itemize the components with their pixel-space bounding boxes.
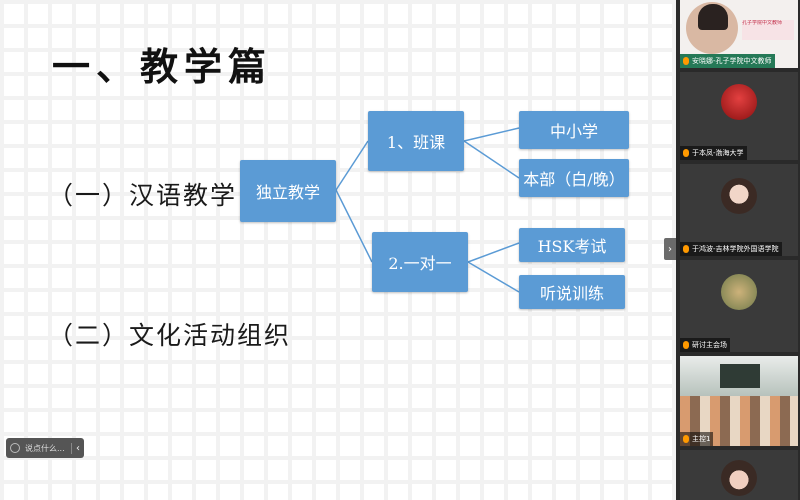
connector-branch1-leaf2	[463, 140, 520, 179]
mindmap-leaf-hsk: HSK考试	[519, 228, 625, 262]
chevron-left-icon[interactable]: ‹	[71, 442, 80, 454]
connector-root-branch1	[335, 140, 369, 191]
participant-name: 主控1	[692, 435, 711, 443]
connector-branch2-leaf4	[467, 261, 520, 293]
participant-name: 于本凤-渤海大学	[692, 149, 744, 157]
mindmap-leaf-main-campus: 本部（白/晚）	[519, 159, 629, 197]
section-cultural-activities: （二）文化活动组织	[48, 321, 292, 350]
participant-tile-6[interactable]	[680, 450, 798, 500]
participant-name: 安晓娜-孔子学院中文教师	[692, 57, 772, 65]
connector-branch2-leaf3	[467, 242, 520, 263]
participant-tile-4[interactable]: 研讨主会场	[680, 260, 798, 352]
participant-avatar	[721, 274, 757, 310]
participant-tile-1[interactable]: 孔子学院中文教师 安晓娜-孔子学院中文教师	[680, 0, 798, 68]
presentation-slide: 一、教学篇 （一）汉语教学 （二）文化活动组织 独立教学 1、班课 2.一对一 …	[0, 0, 676, 500]
mindmap-leaf-primary-secondary: 中小学	[519, 111, 629, 149]
section-chinese-teaching: （一）汉语教学	[48, 181, 238, 210]
participant-name-bar: 研讨主会场	[680, 338, 730, 352]
participant-background-banner: 孔子学院中文教师	[742, 20, 794, 40]
panel-toggle-button[interactable]: ›	[664, 238, 676, 260]
slide-title: 一、教学篇	[52, 45, 273, 89]
participant-tile-2[interactable]: 于本凤-渤海大学	[680, 72, 798, 160]
mindmap-branch-class: 1、班课	[368, 111, 464, 171]
connector-branch1-leaf1	[463, 127, 520, 142]
connector-root-branch2	[335, 189, 373, 263]
mic-icon	[683, 245, 689, 253]
mic-icon	[683, 57, 689, 65]
chat-input-pill[interactable]: 说点什么... ‹	[6, 438, 84, 458]
participant-tile-3[interactable]: 于鸿波-吉林学院外国语学院	[680, 164, 798, 256]
mic-icon	[683, 341, 689, 349]
mindmap-connectors	[335, 127, 520, 293]
participant-name-bar: 安晓娜-孔子学院中文教师	[680, 54, 775, 68]
mindmap-branch-one-on-one: 2.一对一	[372, 232, 468, 292]
mic-icon	[683, 435, 689, 443]
participant-avatar	[721, 84, 757, 120]
participant-name-bar: 于鸿波-吉林学院外国语学院	[680, 242, 782, 256]
participant-name: 研讨主会场	[692, 341, 727, 349]
participant-tile-5[interactable]: 主控1	[680, 356, 798, 446]
classroom-board	[720, 364, 760, 388]
chat-icon	[10, 443, 20, 453]
mic-icon	[683, 149, 689, 157]
participant-avatar	[721, 178, 757, 214]
participant-hair	[698, 4, 728, 30]
participant-name-bar: 于本凤-渤海大学	[680, 146, 747, 160]
participant-name: 于鸿波-吉林学院外国语学院	[692, 245, 779, 253]
participant-name-bar: 主控1	[680, 432, 714, 446]
chat-placeholder: 说点什么...	[25, 443, 65, 453]
mindmap-root: 独立教学	[240, 160, 336, 222]
participant-avatar	[721, 460, 757, 496]
mindmap-leaf-listening-speaking: 听说训练	[519, 275, 625, 309]
